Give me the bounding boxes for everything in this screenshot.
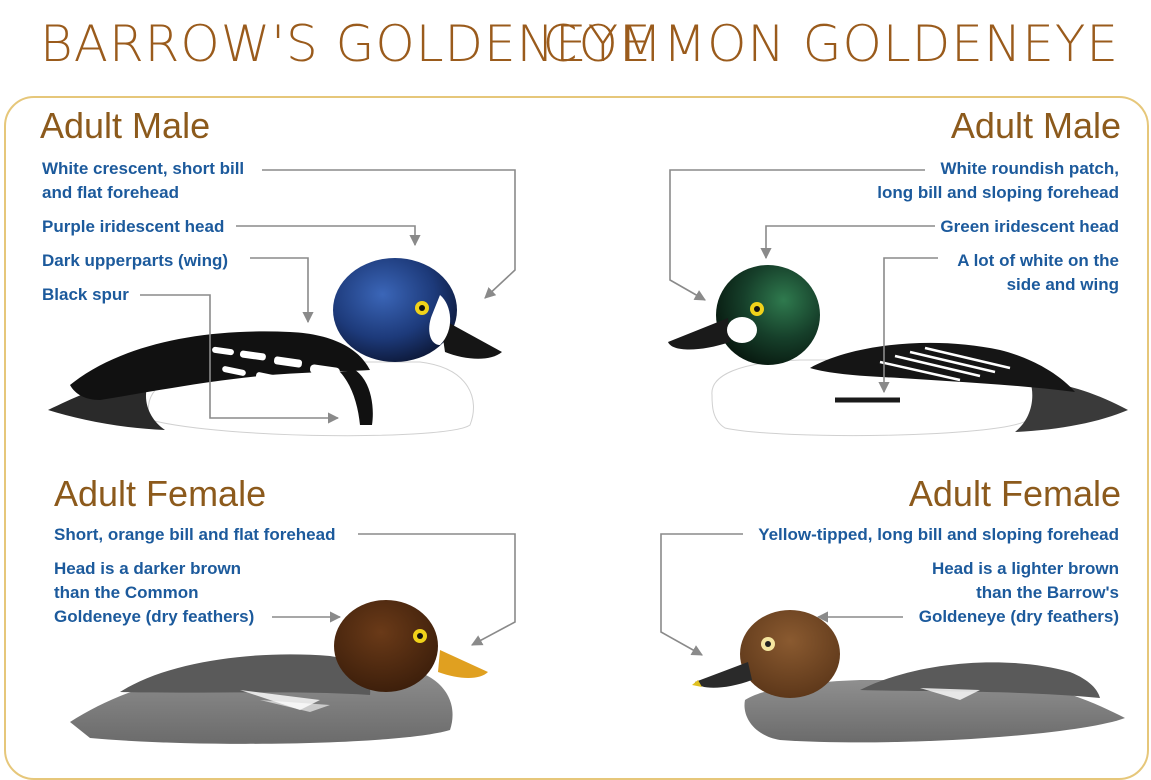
common-female-duck bbox=[692, 610, 1125, 742]
common-male-duck bbox=[668, 265, 1128, 436]
barrows-male-duck bbox=[48, 258, 502, 436]
bird-illustrations bbox=[0, 0, 1151, 755]
barrows-female-duck bbox=[70, 600, 488, 744]
